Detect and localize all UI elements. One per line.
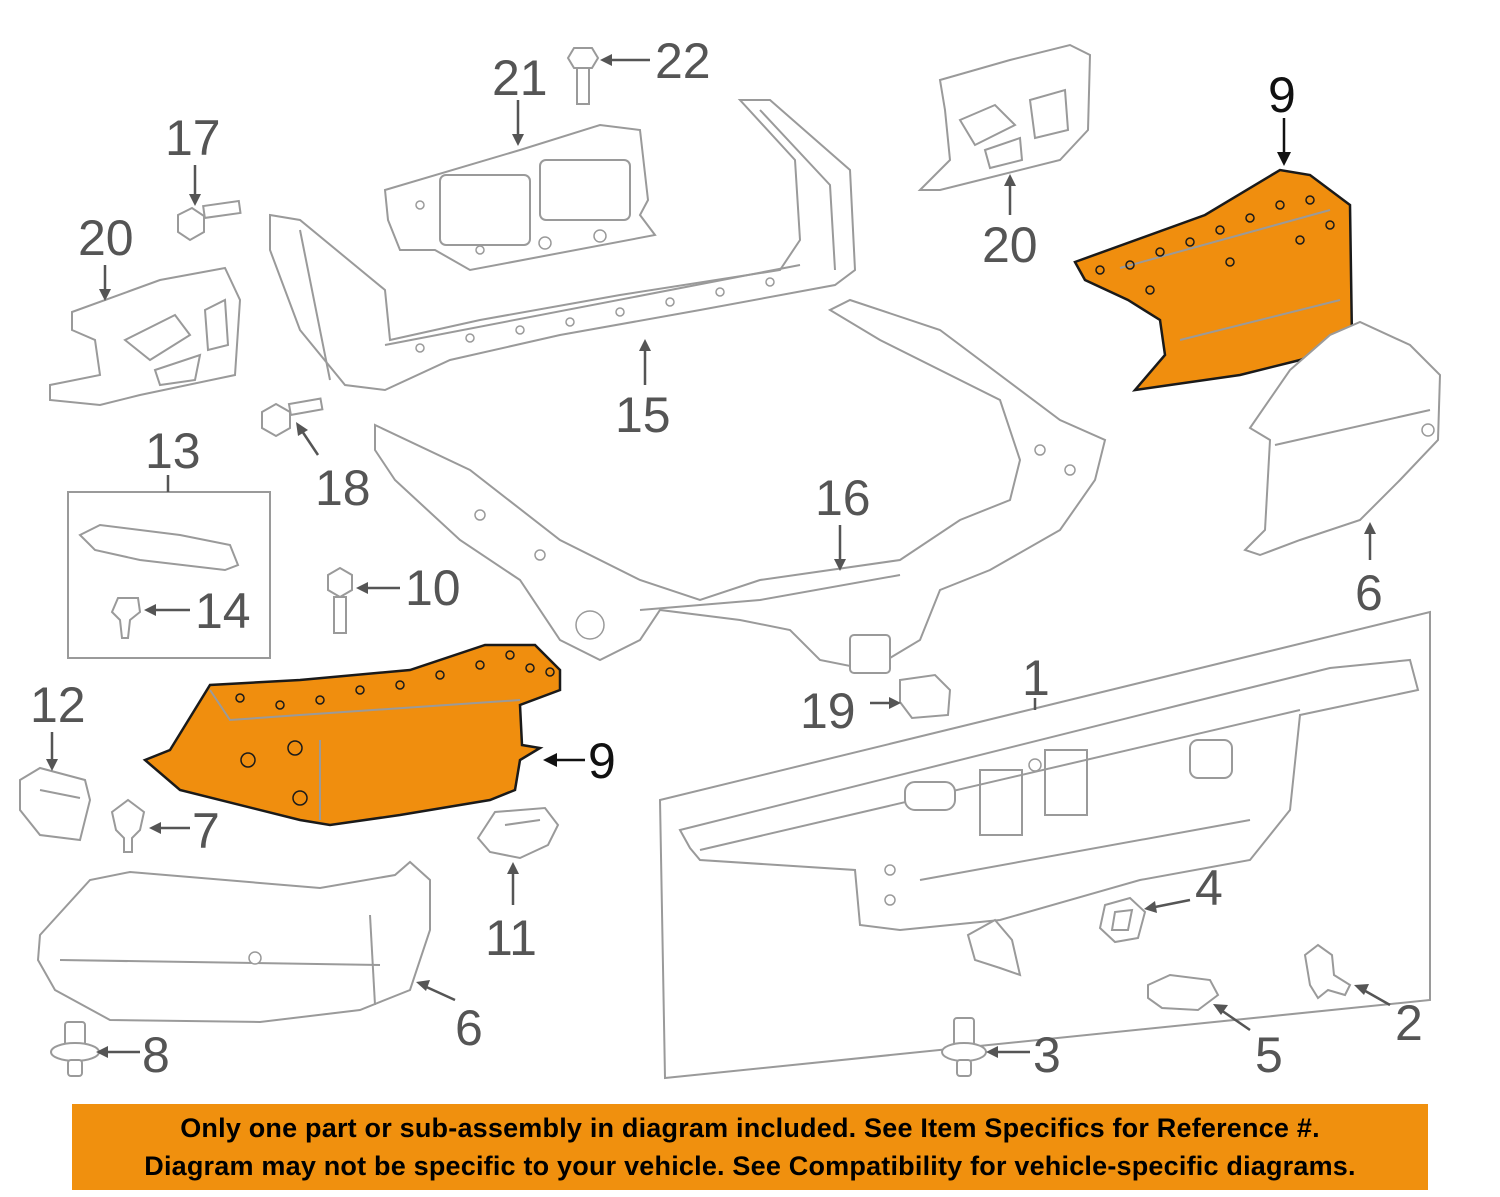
callout-9-lower: 9 <box>588 733 616 789</box>
callout-1: 1 <box>1022 650 1050 706</box>
callout-5: 5 <box>1255 1027 1283 1083</box>
part-18-bolt <box>261 397 324 438</box>
part-10-bolt <box>327 566 353 634</box>
part-1-box <box>658 610 1431 1080</box>
callout-16: 16 <box>815 470 871 526</box>
part-17-bolt <box>177 199 242 242</box>
callout-3: 3 <box>1033 1027 1061 1083</box>
leader-lines <box>46 54 1391 1058</box>
part-6-bumper-end-left <box>36 860 431 1024</box>
part-12-sensor <box>19 766 92 842</box>
callout-11: 11 <box>485 910 537 966</box>
part-3-clip <box>941 1017 987 1077</box>
callout-12: 12 <box>30 677 86 733</box>
part-15-crossmember <box>269 99 857 392</box>
callout-20-right: 20 <box>982 217 1038 273</box>
highlighted-part-lower <box>142 643 562 827</box>
part-20-bracket-left <box>49 266 242 407</box>
callout-7: 7 <box>192 803 220 859</box>
part-4-bracket <box>966 918 1022 977</box>
part-6-bumper-end-right <box>1243 320 1442 557</box>
part-20-bracket-right <box>917 43 1092 191</box>
part-1-step-bumper <box>658 610 1431 1080</box>
callout-21: 21 <box>492 50 548 106</box>
part-22-bolt <box>566 47 600 105</box>
part-8-clip <box>50 1021 100 1077</box>
callout-14: 14 <box>195 583 251 639</box>
callout-13: 13 <box>145 423 201 479</box>
part-9-bracket-upper <box>1073 168 1354 392</box>
callout-20-left: 20 <box>78 210 134 266</box>
callout-10: 10 <box>405 560 461 616</box>
part-7-clip <box>110 798 146 853</box>
part-19-plug <box>899 673 952 720</box>
part-11-bracket <box>476 806 560 860</box>
callout-19: 19 <box>800 683 856 739</box>
part-21-bracket <box>383 123 657 272</box>
callout-17: 17 <box>165 110 221 166</box>
callout-8: 8 <box>142 1027 170 1083</box>
highlighted-part-upper <box>1073 168 1354 392</box>
callout-22: 22 <box>655 33 711 89</box>
callout-6-left: 6 <box>455 1000 483 1056</box>
notice-banner: Only one part or sub-assembly in diagram… <box>72 1104 1428 1190</box>
callout-2: 2 <box>1395 995 1423 1051</box>
part-16-hitch-frame <box>374 298 1107 674</box>
callout-18: 18 <box>315 460 371 516</box>
callout-15: 15 <box>615 387 671 443</box>
notice-banner-bg <box>72 1104 1428 1190</box>
notice-line-1: Only one part or sub-assembly in diagram… <box>180 1113 1320 1143</box>
callout-6-right: 6 <box>1355 565 1383 621</box>
part-2-clip <box>1303 943 1352 1000</box>
part-5-plug <box>1147 973 1220 1012</box>
callout-9-upper: 9 <box>1268 67 1296 123</box>
part-4-grommet <box>1098 896 1147 944</box>
notice-line-2: Diagram may not be specific to your vehi… <box>144 1151 1356 1181</box>
callout-4: 4 <box>1195 860 1223 916</box>
part-9-bracket-lower <box>142 643 562 827</box>
